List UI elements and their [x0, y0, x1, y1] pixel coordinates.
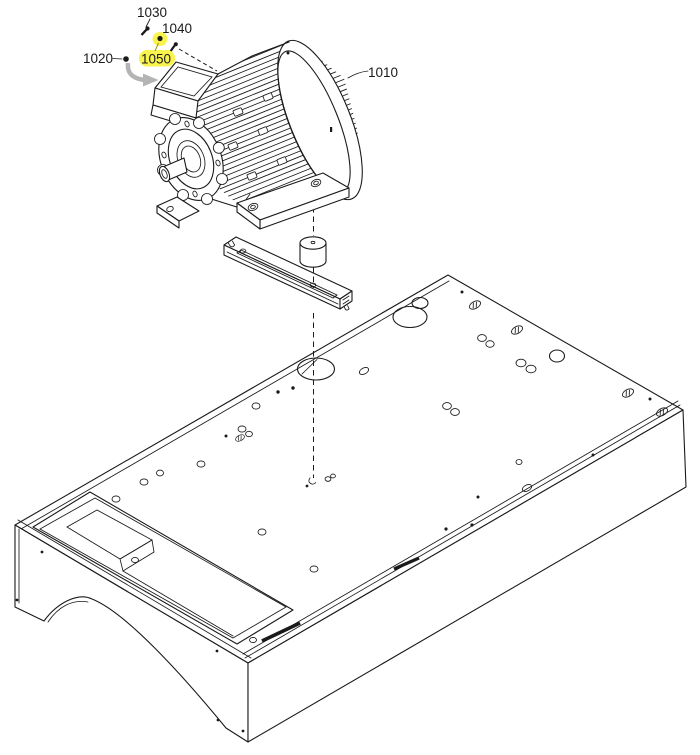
plug-part-1020: [123, 56, 129, 62]
motor-flange: [154, 113, 228, 205]
callouts: 1030 1040 1020 1050: [83, 5, 398, 87]
base-front-left-face: [14, 524, 249, 743]
base-chassis: [14, 274, 687, 743]
callout-1050-label[interactable]: 1050: [141, 52, 171, 67]
callout-1030-label[interactable]: 1030: [137, 5, 167, 20]
spacer-bushing: [299, 236, 327, 268]
callout-1020[interactable]: 1020: [83, 51, 159, 87]
assembly-dashed-line: [308, 188, 317, 485]
callout-1040[interactable]: 1040: [162, 21, 192, 53]
callout-1010-label[interactable]: 1010: [368, 65, 398, 80]
base-slot-bar: [261, 621, 301, 643]
pin-part-1050: [157, 35, 163, 42]
motor-shaft: [158, 157, 188, 183]
base-slot-bar: [393, 556, 420, 571]
motor-assembly: [150, 39, 363, 230]
callout-1040-label[interactable]: 1040: [162, 21, 192, 36]
callout-1050[interactable]: 1050: [139, 32, 175, 67]
screw-icon-1030: [140, 26, 150, 36]
callout-1010[interactable]: 1010: [347, 65, 398, 80]
base-front-right-face: [247, 409, 687, 743]
mounting-rail: [223, 236, 353, 311]
insert-direction-arrow-icon: [125, 62, 159, 87]
motor-mount-hole: [296, 357, 336, 381]
base-small-holes: [111, 334, 537, 573]
base-opening: [32, 491, 294, 645]
callout-1030[interactable]: 1030: [137, 5, 167, 36]
base-pilot-dots: [224, 290, 652, 531]
screw-icon-1040: [169, 42, 178, 53]
base-large-hole: [392, 305, 428, 329]
callout-1050-highlight: [139, 50, 175, 67]
callout-1040-leader: [178, 48, 218, 72]
callout-1020-label[interactable]: 1020: [83, 51, 113, 66]
motor-feet: [156, 172, 350, 230]
face-dots: [15, 550, 245, 733]
